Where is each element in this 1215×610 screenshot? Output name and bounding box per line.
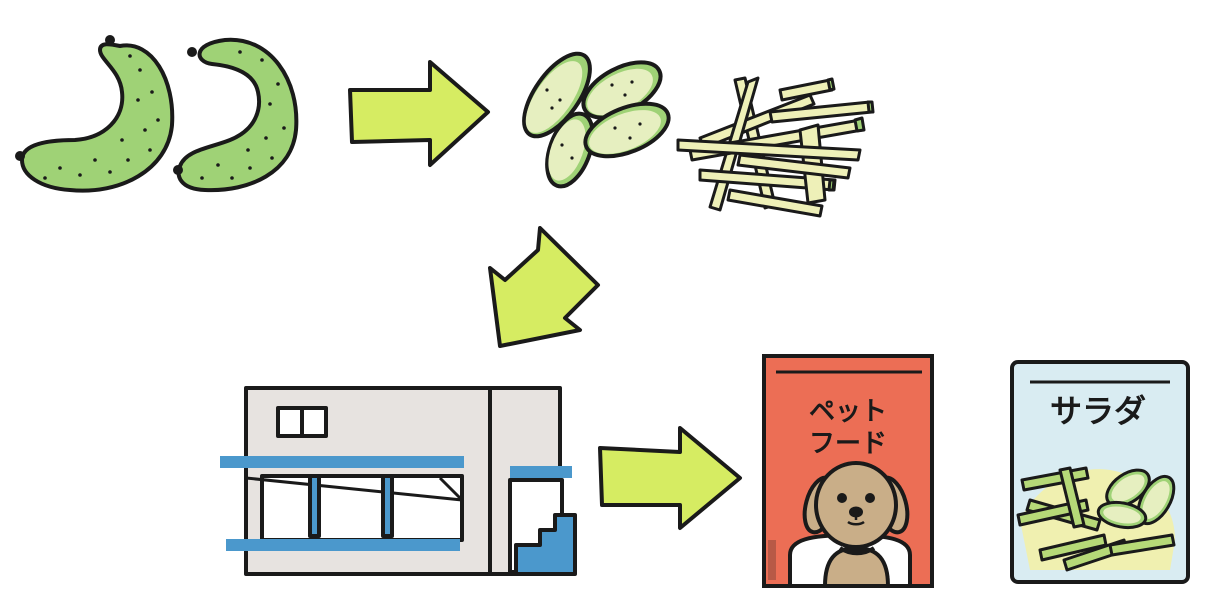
cucumber-sticks-icon	[676, 76, 875, 218]
dog-icon	[802, 461, 910, 588]
salad-bag: サラダ	[1010, 360, 1190, 584]
salad-label: サラダ	[1050, 392, 1146, 430]
arrow-down-left-icon	[488, 226, 600, 348]
arrow-right-top-icon	[348, 60, 490, 167]
cucumber-right-icon	[173, 37, 299, 193]
arrow-right-bottom-icon	[598, 426, 742, 530]
pet-food-label-line2: フード	[809, 429, 887, 459]
pet-food-bag: ペット フード	[762, 354, 934, 588]
factory-building-icon	[220, 386, 577, 576]
salad-contents-icon	[1016, 466, 1176, 572]
pet-food-label-line1: ペット	[809, 397, 887, 427]
cucumber-left-icon	[15, 35, 175, 193]
cucumber-slices-icon	[522, 51, 671, 189]
